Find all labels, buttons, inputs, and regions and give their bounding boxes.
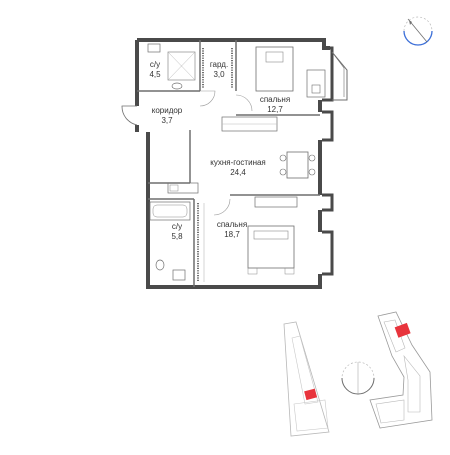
outer-wall <box>146 132 322 289</box>
outer-wall <box>322 230 334 276</box>
entry-door <box>121 105 138 126</box>
sofa <box>254 196 298 208</box>
interior-wall <box>148 198 195 287</box>
bathtub <box>149 201 191 221</box>
compass-icon <box>403 16 433 46</box>
room-label-wardrobe: гард. 3,0 <box>205 60 233 80</box>
room-name: спальня <box>216 220 248 229</box>
nightstand <box>247 267 258 275</box>
bay-window <box>331 51 348 101</box>
room-area: 5,8 <box>171 232 183 241</box>
washbasin <box>172 269 186 281</box>
dining-chair <box>308 154 316 162</box>
room-label-bathroom-1: с/у 4,5 <box>142 60 168 80</box>
outer-wall <box>322 110 334 142</box>
room-label-corridor: коридор 3,7 <box>144 106 190 126</box>
toilet <box>171 82 183 90</box>
room-label-kitchen-living: кухня-гостиная 24,4 <box>203 158 273 178</box>
outer-wall <box>322 46 334 102</box>
room-area: 3,7 <box>161 116 173 125</box>
desk <box>306 69 326 98</box>
apartment-highlight <box>394 322 411 338</box>
door-swing <box>199 90 216 107</box>
room-name: спальня <box>259 95 291 104</box>
room-name: с/у <box>171 222 183 231</box>
chair <box>311 84 321 94</box>
room-area: 18,7 <box>224 230 240 239</box>
room-name: гард. <box>209 60 229 69</box>
room-label-bathroom-2: с/у 5,8 <box>164 222 190 242</box>
apartment-plan <box>121 38 348 289</box>
room-name: с/у <box>149 60 161 69</box>
toilet <box>155 259 165 271</box>
kitchen-counter <box>167 182 199 194</box>
bed <box>247 225 295 269</box>
shower-tray <box>167 51 196 81</box>
door-swing <box>213 198 231 216</box>
room-label-bedroom-1: спальня 12,7 <box>250 95 300 115</box>
bed <box>255 46 294 92</box>
nightstand <box>284 267 295 275</box>
wardrobe-rail <box>202 48 233 88</box>
room-name: кухня-гостиная <box>210 158 266 167</box>
room-area: 12,7 <box>267 105 283 114</box>
building-site-icon <box>283 311 433 437</box>
interior-wall <box>199 40 237 91</box>
dining-chair <box>308 168 316 176</box>
dining-table <box>286 151 309 179</box>
dining-chair <box>279 168 287 176</box>
door-swing <box>235 94 253 112</box>
room-area: 24,4 <box>230 168 246 177</box>
room-area: 4,5 <box>149 70 161 79</box>
apartment-highlight <box>304 388 318 401</box>
room-area: 3,0 <box>213 70 225 79</box>
outer-wall <box>322 193 334 212</box>
outer-wall <box>137 38 330 50</box>
room-name: коридор <box>151 106 183 115</box>
washbasin <box>147 43 161 53</box>
room-label-bedroom-2: спальня 18,7 <box>207 220 257 240</box>
dining-chair <box>279 154 287 162</box>
